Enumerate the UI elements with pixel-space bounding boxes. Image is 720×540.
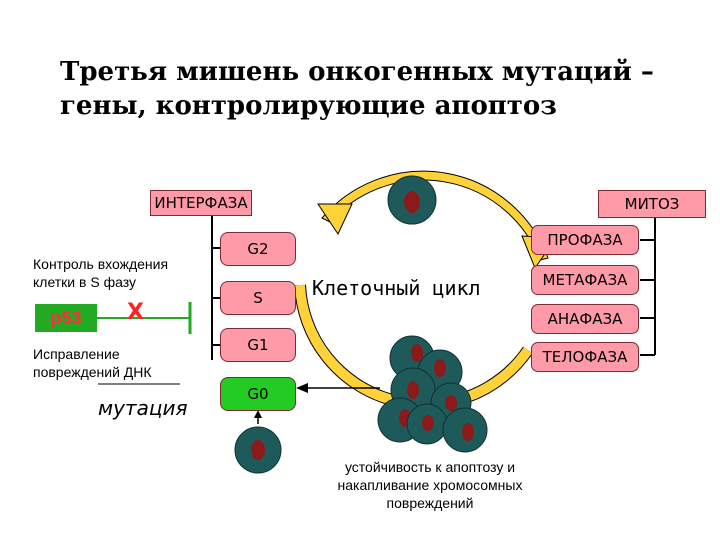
control-line-1: Контроль вхождения: [33, 256, 169, 272]
cell-cycle-label: Клеточный цикл: [312, 276, 481, 300]
p53-badge: p53: [35, 304, 97, 332]
resistance-text: устойчивость к апоптозу и накапливание х…: [290, 458, 570, 512]
interphase-label: ИНТЕРФАЗА: [150, 190, 252, 216]
phase-s: S: [220, 281, 296, 315]
title-line-2: гены, контролирующие апоптоз: [60, 91, 557, 121]
metaphase-box: МЕТАФАЗА: [531, 265, 639, 295]
control-text: Контроль вхождения клетки в S фазу: [33, 255, 168, 291]
phase-g0: G0: [220, 377, 296, 411]
block-x-mark: X: [127, 300, 144, 325]
repair-line-1: Исправление: [33, 346, 120, 362]
resistance-line-2: накапливание хромосомных: [337, 477, 523, 493]
cell-top: [387, 175, 437, 225]
control-line-2: клетки в S фазу: [33, 274, 136, 290]
resistance-line-1: устойчивость к апоптозу и: [344, 459, 516, 475]
resistance-line-3: повреждений: [386, 495, 474, 511]
repair-text: Исправление повреждений ДНК: [33, 345, 152, 381]
title-line-1: Третья мишень онкогенных мутаций –: [60, 57, 654, 87]
telophase-box: ТЕЛОФАЗА: [531, 342, 639, 372]
mitosis-label: МИТОЗ: [598, 190, 706, 218]
phase-g2: G2: [220, 232, 296, 266]
page-title: Третья мишень онкогенных мутаций – гены,…: [60, 55, 700, 123]
cell-bottom: [234, 426, 282, 474]
repair-line-2: повреждений ДНК: [33, 364, 152, 380]
anaphase-box: АНАФАЗА: [531, 304, 639, 334]
phase-g1: G1: [220, 328, 296, 362]
cell-cluster: [377, 335, 488, 453]
prophase-box: ПРОФАЗА: [531, 225, 639, 255]
mutation-label: мутация: [98, 396, 188, 420]
